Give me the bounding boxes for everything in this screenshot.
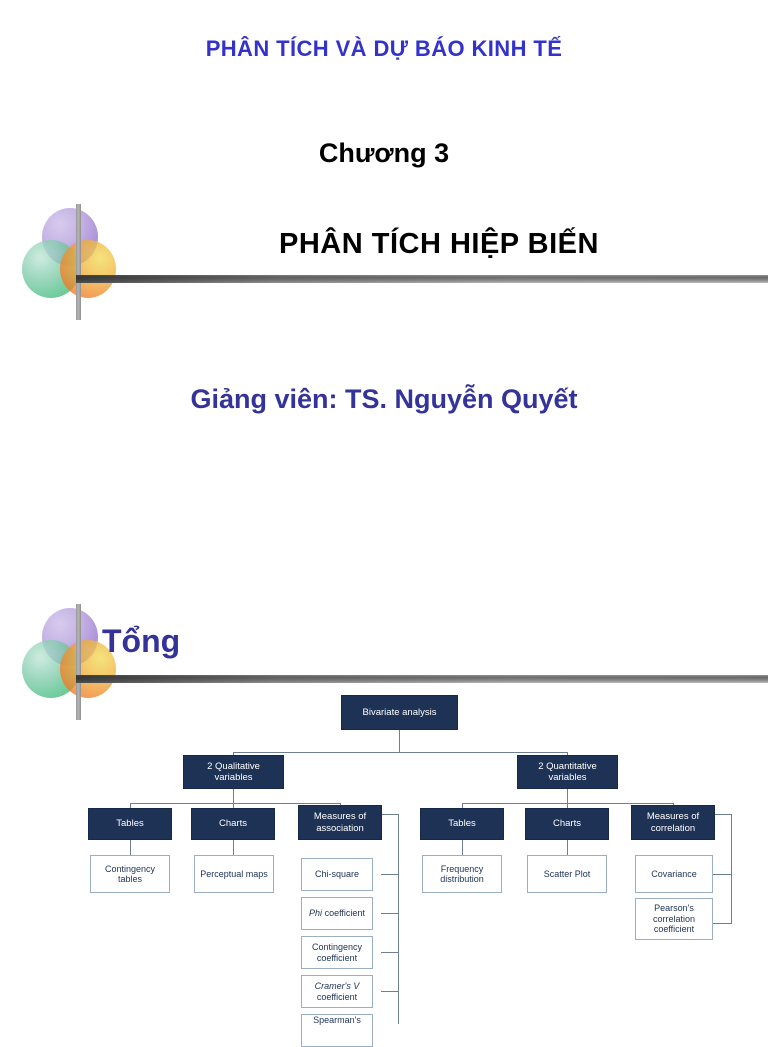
phi-italic: Phi xyxy=(309,908,323,919)
node-quant-tables: Tables xyxy=(420,808,504,840)
phi-rest: coefficient xyxy=(322,908,365,919)
vertical-divider-bar xyxy=(76,204,81,320)
leaf-pearsons-correlation-coefficient: Pearson's correlation coefficient xyxy=(635,898,713,940)
leaf-scatter-plot: Scatter Plot xyxy=(527,855,607,893)
connector-correlation-covariance xyxy=(713,874,732,875)
connector-association-bus-top xyxy=(382,814,399,815)
connector-correlation-bus xyxy=(731,814,732,924)
connector-frequency-distribution xyxy=(462,840,463,855)
connector-quant-charts-down xyxy=(567,803,568,808)
connector-association-phi xyxy=(381,913,399,914)
node-qual-tables: Tables xyxy=(88,808,172,840)
chapter-title: PHÂN TÍCH HIỆP BIẾN xyxy=(279,228,599,260)
connector-qual-charts-down xyxy=(233,803,234,808)
leaf-spearmans: Spearman's xyxy=(301,1014,373,1047)
connector-quant-stem xyxy=(567,789,568,803)
leaf-frequency-distribution: Frequency distribution xyxy=(422,855,502,893)
connector-correlation-pearsons xyxy=(713,923,732,924)
connector-association-bus xyxy=(398,814,399,1024)
horizontal-divider-bar xyxy=(76,675,768,683)
chapter-number: Chương 3 xyxy=(318,138,450,168)
connector-quant-tables-down xyxy=(462,803,463,808)
vertical-divider-bar xyxy=(76,604,81,720)
leaf-chi-square: Chi-square xyxy=(301,858,373,891)
content-slide: Tổng Bivariate analysis 2 Qualitative va… xyxy=(0,600,768,1047)
connector-branch-rail xyxy=(233,752,567,753)
lecturer-name: Giảng viên: TS. Nguyễn Quyết xyxy=(190,384,578,414)
node-quantitative-variables: 2 Quantitative variables xyxy=(517,755,618,789)
connector-correlation-bus-top xyxy=(715,814,732,815)
node-measures-of-association: Measures of association xyxy=(298,805,382,840)
horizontal-divider-bar xyxy=(76,275,768,283)
cramers-italic: Cramer's V xyxy=(314,981,360,992)
node-measures-of-correlation: Measures of correlation xyxy=(631,805,715,840)
connector-association-cramers xyxy=(381,991,399,992)
leaf-covariance: Covariance xyxy=(635,855,713,893)
cramers-rest: coefficient xyxy=(316,991,358,1002)
section-heading: Tổng xyxy=(102,623,181,659)
orange-circle-icon xyxy=(60,640,116,698)
node-root: Bivariate analysis xyxy=(341,695,458,730)
connector-root-down xyxy=(399,730,400,752)
node-qualitative-variables: 2 Qualitative variables xyxy=(183,755,284,789)
course-title: PHÂN TÍCH VÀ DỰ BÁO KINH TẾ xyxy=(205,36,563,61)
title-slide: PHÂN TÍCH VÀ DỰ BÁO KINH TẾ Chương 3 PHÂ… xyxy=(14,36,768,414)
orange-circle-icon xyxy=(60,240,116,298)
node-quant-charts: Charts xyxy=(525,808,609,840)
connector-qual-tables-down xyxy=(130,803,131,808)
decorative-logo-top xyxy=(14,204,768,324)
node-qual-charts: Charts xyxy=(191,808,275,840)
connector-association-chi-square xyxy=(381,874,399,875)
connector-qual-rail xyxy=(130,803,340,804)
connector-scatter-plot xyxy=(567,840,568,855)
connector-qual-stem xyxy=(233,789,234,803)
bivariate-analysis-diagram: Bivariate analysis 2 Qualitative variabl… xyxy=(0,690,768,1047)
decorative-logo-bottom xyxy=(14,604,768,724)
connector-perceptual-maps xyxy=(233,840,234,855)
leaf-contingency-tables: Contingency tables xyxy=(90,855,170,893)
connector-association-contingency xyxy=(381,952,399,953)
leaf-phi-coefficient: Phi coefficient xyxy=(301,897,373,930)
leaf-contingency-coefficient: Contingency coefficient xyxy=(301,936,373,969)
leaf-perceptual-maps: Perceptual maps xyxy=(194,855,274,893)
connector-contingency-tables xyxy=(130,840,131,855)
